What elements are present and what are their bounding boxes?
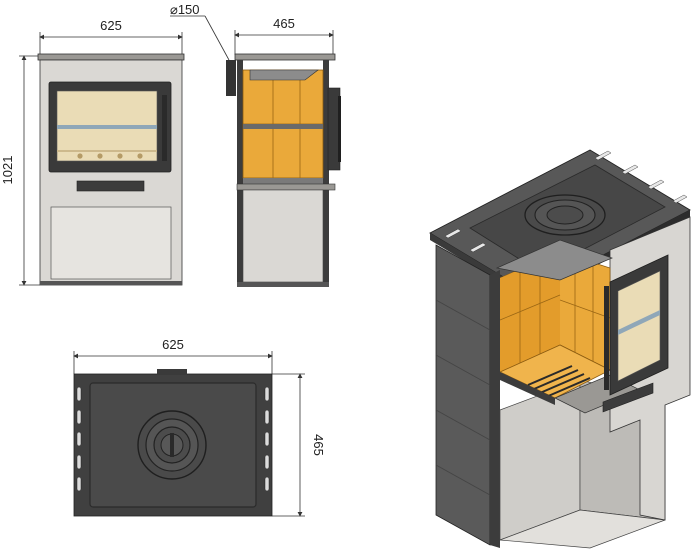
isometric-cutaway-view <box>429 149 691 549</box>
front-top-plate <box>37 53 185 61</box>
door-handle <box>162 95 167 161</box>
front-lower-panel <box>50 206 172 280</box>
iso-left-wall <box>435 244 491 546</box>
iso-door-glass <box>617 270 661 382</box>
front-height-label: 1021 <box>0 156 15 185</box>
top-depth-label: 465 <box>311 434 326 456</box>
side-depth-label: 465 <box>273 16 295 31</box>
top-view: 625 465 <box>73 337 326 517</box>
top-width-label: 625 <box>162 337 184 352</box>
iso-grate <box>527 365 591 398</box>
hob-ring <box>137 410 207 480</box>
ash-drawer <box>76 180 145 192</box>
side-section-view: ⌀150 465 <box>170 2 341 287</box>
front-width-label: 625 <box>100 18 122 33</box>
flue-outlet <box>226 60 236 96</box>
flue-diameter-label: ⌀150 <box>170 2 200 17</box>
front-view: 625 1021 <box>0 18 185 286</box>
